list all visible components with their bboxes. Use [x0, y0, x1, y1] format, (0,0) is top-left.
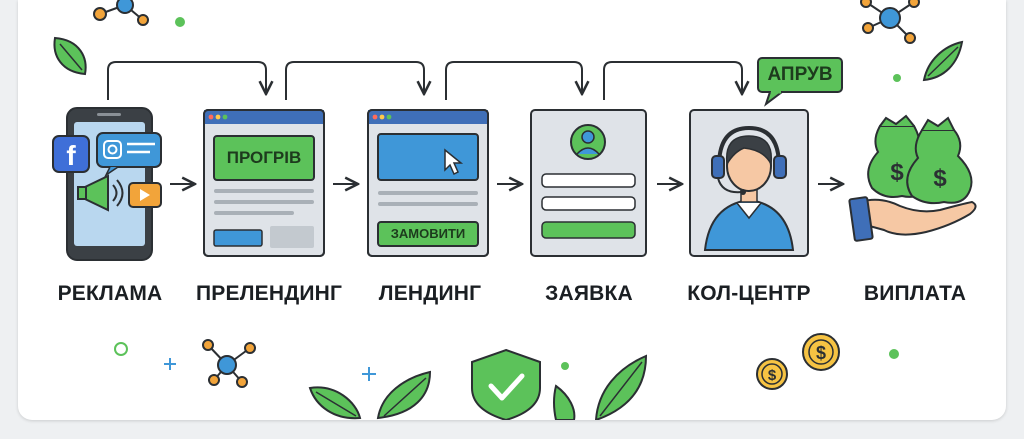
phone-ad-icon: f: [52, 107, 162, 261]
leaf-icon: [376, 370, 432, 420]
leaf-icon: [594, 354, 648, 420]
coins-icon: $ $: [756, 333, 840, 390]
network-icon: [93, 0, 149, 26]
svg-text:$: $: [768, 367, 777, 384]
stage-label-payout: ВИПЛАТА: [863, 282, 967, 305]
network-icon: [860, 0, 920, 44]
leaf-icon: [553, 384, 576, 420]
stage-label-ad: РЕКЛАМА: [57, 282, 163, 305]
stage-label-application: ЗАЯВКА: [545, 282, 633, 305]
network-icon: [202, 339, 256, 388]
call-center-operator-icon: [689, 57, 843, 257]
order-button-text: ЗАМОВИТИ: [390, 226, 466, 241]
svg-text:f: f: [66, 140, 76, 171]
dot-icon: [175, 17, 185, 27]
svg-text:$: $: [890, 159, 904, 186]
circle-icon: [114, 342, 128, 356]
payout-hand-money-icon: $ $: [848, 114, 977, 242]
stage-label-prelanding: ПРЕЛЕНДИНГ: [196, 282, 343, 305]
warmup-button-text: ПРОГРІВ: [226, 148, 302, 167]
diagram-canvas: f: [52, 0, 977, 420]
stage-label-landing: ЛЕНДИНГ: [378, 282, 482, 305]
leaf-icon: [922, 40, 964, 82]
dot-icon: [561, 362, 569, 370]
prelanding-window-icon: [203, 109, 325, 257]
top-connectors: [107, 61, 742, 100]
dot-icon: [889, 349, 899, 359]
dot-icon: [893, 74, 901, 82]
application-form-icon: [530, 109, 647, 257]
plus-icon: [164, 358, 176, 370]
stage-label-callcenter: КОЛ-ЦЕНТР: [687, 282, 811, 305]
svg-text:$: $: [816, 343, 826, 363]
funnel-diagram: f: [18, 0, 1006, 420]
approve-bubble-text: АПРУВ: [767, 64, 833, 85]
plus-icon: [362, 367, 376, 381]
landing-window-icon: [367, 109, 489, 257]
leaf-icon: [308, 386, 362, 420]
leaf-icon: [53, 36, 87, 76]
shield-check-icon: [471, 348, 541, 420]
svg-text:$: $: [933, 165, 947, 192]
